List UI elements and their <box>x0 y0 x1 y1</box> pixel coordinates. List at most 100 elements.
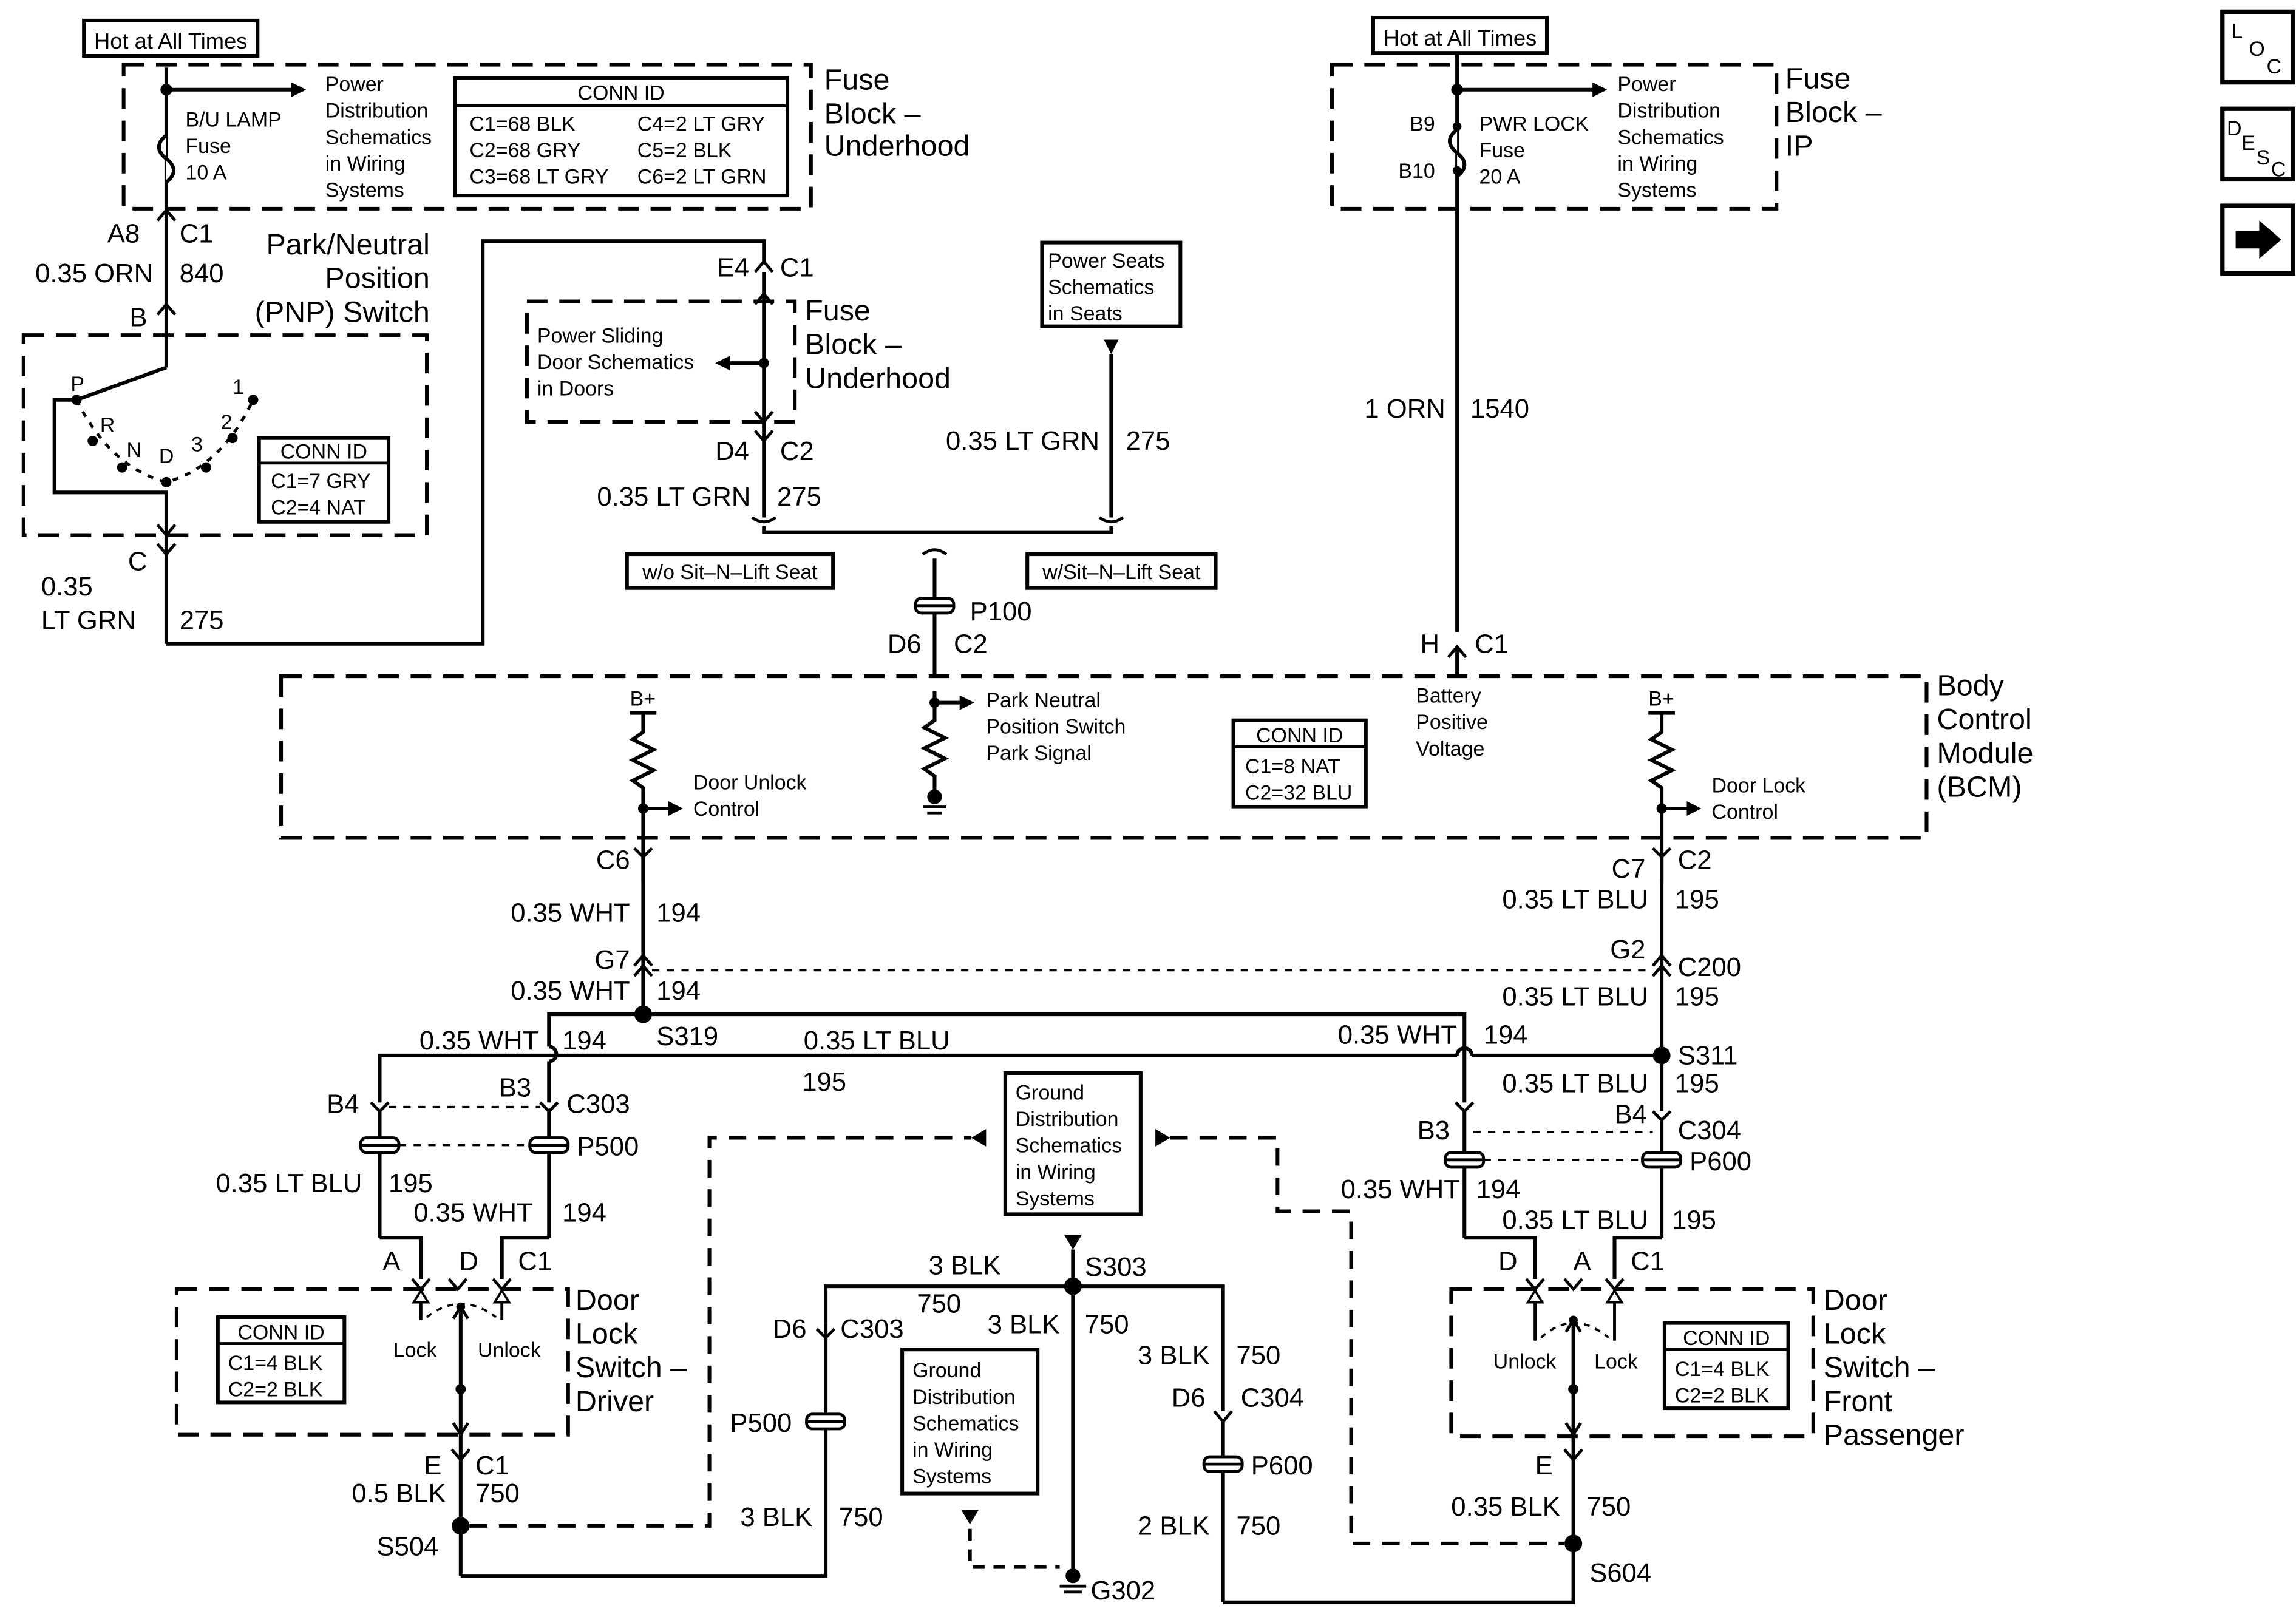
b-plus-right: B+ <box>1648 687 1674 710</box>
svg-text:Ground: Ground <box>912 1359 981 1382</box>
resistor-icon <box>1647 713 1676 883</box>
svg-text:Position: Position <box>325 262 429 295</box>
mid-fuse-block-title: Fuse Block – Underhood <box>805 294 951 395</box>
power-distribution-ref: Power Distribution Schematics in Wiring … <box>325 73 432 202</box>
fuse-block-underhood-title: Fuse Block – Underhood <box>824 64 970 163</box>
driver-switch-title: Door Lock Switch – Driver <box>576 1284 687 1418</box>
svg-text:in Wiring: in Wiring <box>1016 1161 1096 1184</box>
next-button[interactable] <box>2220 203 2295 276</box>
driver-switch-wire-labels: 0.35 LT BLU 195 0.35 WHT 194 <box>216 1169 606 1227</box>
conn-id-box-bcm <box>1231 718 1368 809</box>
svg-text:C1: C1 <box>1631 1247 1665 1276</box>
svg-text:0.35 LT BLU: 0.35 LT BLU <box>1502 983 1648 1012</box>
svg-text:1540: 1540 <box>1470 395 1529 424</box>
svg-text:R: R <box>100 414 115 437</box>
svg-text:195: 195 <box>1675 983 1719 1012</box>
svg-text:C5=2 BLK: C5=2 BLK <box>637 139 732 162</box>
svg-text:E: E <box>1535 1451 1553 1480</box>
hot-at-all-times-box-right <box>1371 16 1549 55</box>
svg-text:LT GRN: LT GRN <box>41 606 136 636</box>
svg-text:D: D <box>459 1247 478 1276</box>
svg-text:H: H <box>1421 629 1440 659</box>
svg-text:P500: P500 <box>730 1409 792 1438</box>
svg-text:0.35 WHT: 0.35 WHT <box>1341 1175 1460 1204</box>
svg-text:G2: G2 <box>1610 935 1645 964</box>
svg-text:Module: Module <box>1937 737 2033 770</box>
svg-text:0.35 LT BLU: 0.35 LT BLU <box>216 1169 362 1198</box>
loc-button[interactable]: L O C <box>2220 9 2295 85</box>
svg-text:Ground: Ground <box>1016 1082 1084 1105</box>
hot-at-all-times-left: Hot at All Times <box>94 29 248 53</box>
svg-text:Schematics: Schematics <box>1016 1134 1122 1158</box>
seats-wire-labels: 0.35 LT GRN 275 <box>946 427 1170 456</box>
svg-text:C2=32 BLU: C2=32 BLU <box>1245 781 1352 804</box>
svg-text:Lock: Lock <box>1594 1351 1638 1374</box>
svg-text:Park Neutral: Park Neutral <box>986 689 1101 712</box>
svg-text:Control: Control <box>693 798 759 821</box>
door-unlock-control: Door Unlock Control <box>693 771 807 821</box>
svg-text:0.35 WHT: 0.35 WHT <box>511 977 630 1006</box>
conn-id-underhood: CONN ID C1=68 BLK C2=68 GRY C3=68 LT GRY… <box>469 82 766 189</box>
svg-text:P600: P600 <box>1251 1451 1313 1480</box>
desc-button[interactable]: D E S C <box>2220 106 2295 182</box>
c304-labels: B3 B4 C304 P600 <box>1418 1100 1751 1176</box>
svg-text:Unlock: Unlock <box>478 1338 541 1361</box>
svg-text:Schematics: Schematics <box>1048 276 1154 299</box>
svg-text:2 BLK: 2 BLK <box>1138 1511 1210 1541</box>
svg-text:CONN ID: CONN ID <box>577 82 664 105</box>
svg-text:0.35 LT GRN: 0.35 LT GRN <box>946 427 1099 456</box>
pnp-input-labels: A8 C1 0.35 ORN 840 B <box>35 220 223 333</box>
svg-text:E: E <box>2241 132 2255 155</box>
svg-text:A: A <box>1574 1247 1591 1276</box>
conn-id-bcm: CONN ID C1=8 NAT C2=32 BLU <box>1245 724 1352 804</box>
svg-text:C2: C2 <box>1678 846 1712 875</box>
svg-text:C1: C1 <box>180 220 214 249</box>
svg-text:C303: C303 <box>566 1090 630 1119</box>
svg-text:Underhood: Underhood <box>805 362 951 395</box>
svg-text:B4: B4 <box>327 1090 359 1119</box>
left-net-labels: C6 0.35 WHT 194 G7 0.35 WHT 194 S319 0.3… <box>419 846 718 1056</box>
svg-text:C: C <box>2267 55 2282 78</box>
fuse-block-ip-title: Fuse Block – IP <box>1785 62 1882 162</box>
svg-text:195: 195 <box>1672 1206 1716 1235</box>
resistor-icon <box>920 691 949 794</box>
battery-positive-voltage: Battery Positive Voltage <box>1416 685 1488 761</box>
svg-text:CONN ID: CONN ID <box>1256 724 1343 747</box>
svg-text:0.35 WHT: 0.35 WHT <box>419 1026 538 1056</box>
pnp-switch-title: Park/Neutral Position (PNP) Switch <box>255 228 430 328</box>
svg-text:0.35 WHT: 0.35 WHT <box>1338 1021 1457 1050</box>
w-sit-n-lift-label: w/Sit–N–Lift Seat <box>1042 561 1201 584</box>
svg-text:750: 750 <box>1236 1341 1280 1370</box>
svg-text:P600: P600 <box>1690 1147 1751 1176</box>
b-plus-left: B+ <box>630 687 656 710</box>
svg-text:3: 3 <box>191 433 203 456</box>
hot-at-all-times-box-left <box>82 18 260 58</box>
svg-text:Door Unlock: Door Unlock <box>693 771 807 795</box>
svg-text:Systems: Systems <box>1617 179 1696 202</box>
ground-distribution-ref-top: Ground Distribution Schematics in Wiring… <box>1016 1082 1122 1210</box>
svg-text:C: C <box>2271 158 2286 181</box>
svg-text:Positive: Positive <box>1416 711 1488 734</box>
svg-text:840: 840 <box>180 259 224 288</box>
svg-text:Block –: Block – <box>824 97 921 130</box>
conn-id-box-underhood <box>453 76 790 198</box>
svg-text:275: 275 <box>180 606 224 636</box>
svg-text:0.35 LT BLU: 0.35 LT BLU <box>804 1026 950 1056</box>
ground-distribution-box-bottom <box>900 1348 1040 1496</box>
svg-text:Battery: Battery <box>1416 685 1481 708</box>
svg-text:0.35 BLK: 0.35 BLK <box>1451 1493 1560 1522</box>
svg-text:Body: Body <box>1937 670 2004 702</box>
fuse-block-ip-outline <box>1330 63 1779 211</box>
svg-text:C7: C7 <box>1612 855 1646 884</box>
svg-text:Switch –: Switch – <box>576 1351 687 1384</box>
svg-text:194: 194 <box>1476 1175 1521 1204</box>
svg-text:Underhood: Underhood <box>824 130 970 163</box>
svg-text:Distribution: Distribution <box>325 100 429 123</box>
passenger-switch-pins: D A C1 <box>1498 1247 1665 1276</box>
svg-text:in Wiring: in Wiring <box>1617 152 1697 175</box>
svg-text:Fuse: Fuse <box>1785 62 1851 95</box>
svg-text:Systems: Systems <box>912 1465 991 1488</box>
svg-text:B10: B10 <box>1398 160 1435 183</box>
svg-text:10 A: 10 A <box>185 161 226 184</box>
splice-s311 <box>1652 1046 1671 1065</box>
